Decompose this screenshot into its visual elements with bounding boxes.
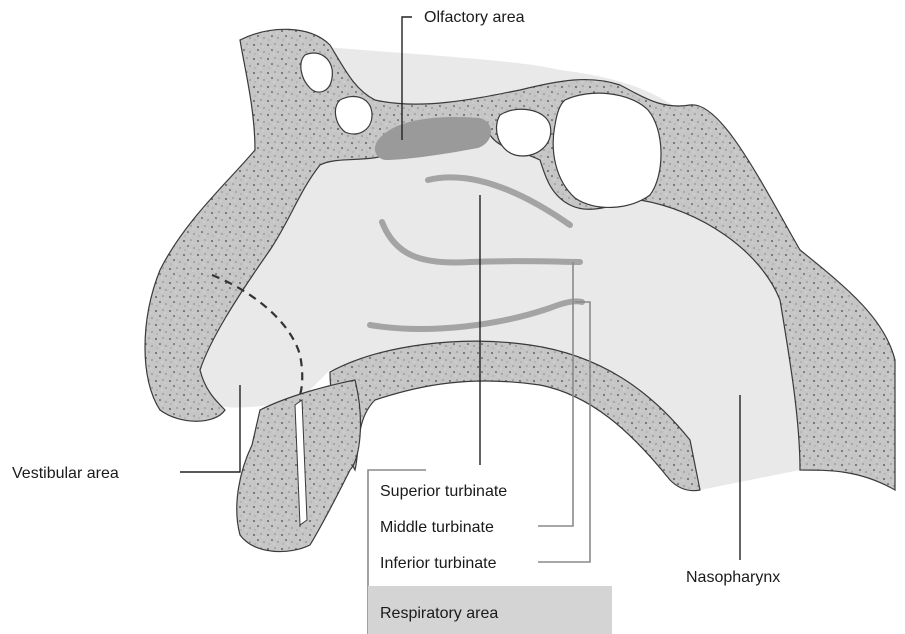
vestibular-area-label: Vestibular area (12, 465, 119, 482)
olfactory-area-label: Olfactory area (424, 9, 525, 26)
respiratory-area-label: Respiratory area (380, 605, 498, 622)
inferior-turbinate-label: Inferior turbinate (380, 555, 497, 572)
nasopharynx-label: Nasopharynx (686, 569, 780, 586)
ethmoid-cell-2 (496, 109, 550, 156)
middle-turbinate-label: Middle turbinate (380, 519, 494, 536)
superior-turbinate-label: Superior turbinate (380, 483, 507, 500)
ethmoid-cell (335, 96, 372, 134)
sphenoid-sinus (553, 93, 661, 207)
